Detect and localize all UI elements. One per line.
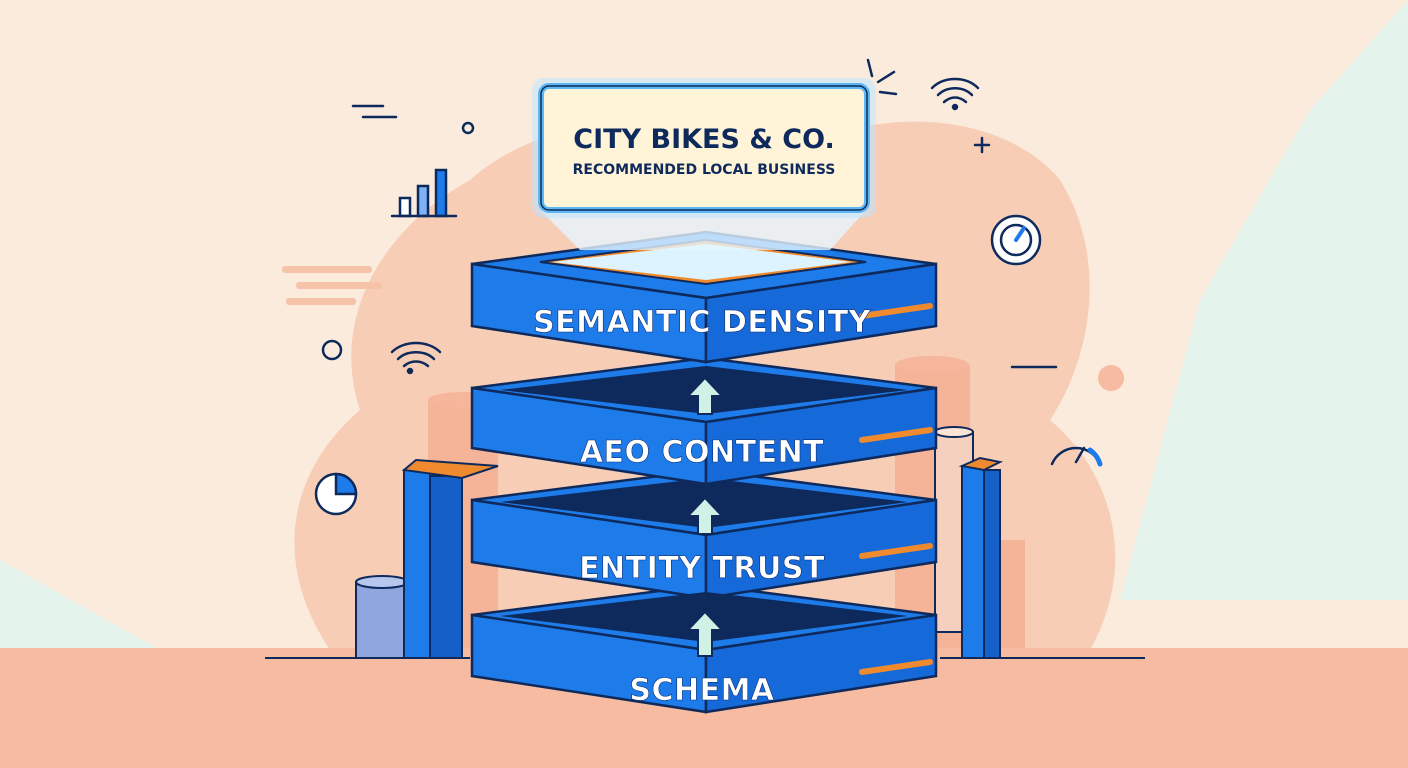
wifi-icon bbox=[930, 77, 980, 111]
peach-dot bbox=[1098, 365, 1124, 391]
layer-label: SEMANTIC DENSITY bbox=[533, 305, 872, 340]
pillar-cap bbox=[958, 456, 1004, 472]
decorative-icons bbox=[314, 58, 1124, 516]
blue-pillar bbox=[403, 469, 431, 659]
mint-corner bbox=[0, 560, 160, 650]
blue-pillar-side bbox=[983, 469, 1001, 659]
sign-outline bbox=[540, 85, 868, 211]
sign-subtitle: RECOMMENDED LOCAL BUSINESS bbox=[573, 162, 836, 178]
dot-icon bbox=[461, 121, 475, 135]
sparkle-icon bbox=[866, 58, 898, 96]
layer-label: ENTITY TRUST bbox=[579, 551, 825, 586]
pale-cylinder-top bbox=[934, 426, 974, 438]
layer-label: SCHEMA bbox=[629, 673, 775, 708]
arrow-up-icon bbox=[685, 496, 725, 535]
layer-accent-stripe bbox=[859, 427, 933, 443]
layer-front-right bbox=[704, 262, 938, 364]
pillar-cap bbox=[401, 458, 499, 480]
layer-front-right bbox=[704, 613, 938, 714]
layer-accent-stripe bbox=[859, 303, 933, 319]
deco-line bbox=[286, 298, 356, 305]
layer-stack: SCHEMA ENTITY TRUST AEO CONTENT bbox=[470, 230, 938, 714]
bg-pillar-top bbox=[895, 356, 969, 374]
side-props bbox=[355, 426, 1004, 659]
cylinder-prop-top bbox=[355, 575, 409, 589]
layer-accent-stripe bbox=[859, 543, 933, 559]
sign-title: CITY BIKES & CO. bbox=[573, 124, 834, 155]
layer-front-right bbox=[704, 386, 938, 486]
layer-front-right bbox=[704, 498, 938, 600]
pie-chart-icon bbox=[314, 472, 358, 516]
plus-icon bbox=[973, 136, 991, 154]
layer-accent-stripe bbox=[859, 659, 933, 675]
gauge-icon bbox=[990, 214, 1042, 266]
mint-panel bbox=[1120, 0, 1408, 600]
deco-line bbox=[282, 266, 372, 273]
arrow-up-icon bbox=[685, 610, 725, 657]
bar-chart-icon bbox=[390, 168, 458, 218]
layer-label: AEO CONTENT bbox=[580, 435, 824, 470]
light-beam bbox=[540, 210, 866, 250]
deco-line bbox=[296, 282, 382, 289]
speedometer-icon bbox=[1050, 446, 1103, 467]
blue-pillar bbox=[961, 465, 985, 659]
arrow-up-icon bbox=[685, 376, 725, 415]
layer-semantic-density: SEMANTIC DENSITY bbox=[470, 230, 938, 364]
blue-pillar-side bbox=[429, 475, 463, 659]
cylinder-prop bbox=[355, 581, 409, 659]
circle-icon bbox=[321, 339, 343, 361]
wifi-icon bbox=[390, 341, 442, 375]
layer-glow-plate bbox=[552, 244, 852, 280]
layer-aeo-content: AEO CONTENT bbox=[470, 356, 938, 486]
business-sign: CITY BIKES & CO. RECOMMENDED LOCAL BUSIN… bbox=[532, 78, 876, 250]
